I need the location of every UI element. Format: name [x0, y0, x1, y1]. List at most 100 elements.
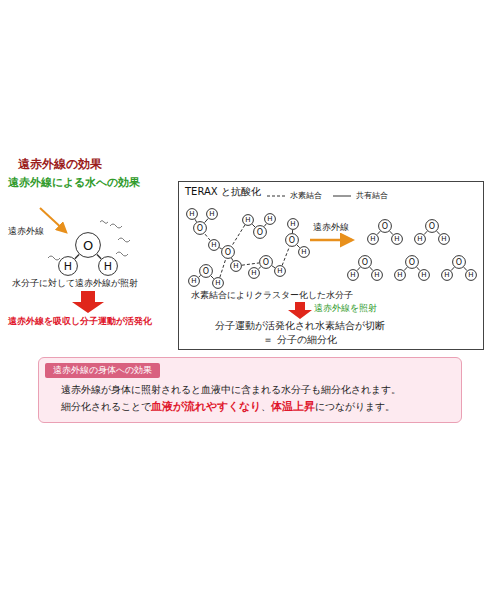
atom-symbol: O — [285, 233, 299, 247]
body-text: 、 — [261, 401, 271, 412]
atom-circle: H — [248, 267, 260, 279]
atom-outline — [194, 222, 207, 235]
atom-circle: H — [391, 233, 403, 245]
atom-circle: O — [405, 255, 419, 269]
covalent-bond — [390, 231, 393, 234]
covalent-bond — [370, 267, 373, 270]
atom-outline — [395, 270, 406, 281]
covalent-bond — [205, 219, 209, 223]
atom-circle: H — [414, 233, 426, 245]
legend-item: 共有結合 — [332, 190, 388, 201]
atom-symbol: H — [371, 269, 383, 281]
annotation-label: 分子運動が活発化され水素結合が切断 — [215, 320, 385, 331]
atom-circle: H — [188, 275, 200, 287]
atom-symbol: H — [418, 269, 430, 281]
body-line: 遠赤外線が身体に照射されると血液中に含まれる水分子も細分化されます。 — [39, 382, 461, 398]
atom-symbol: H — [186, 208, 198, 220]
atom-circle: H — [441, 269, 453, 281]
body-text: 細分化されることで — [61, 401, 151, 412]
atom-symbol: H — [441, 269, 453, 281]
atom-circle: O — [358, 255, 372, 269]
panel-box: TERAX と抗酸化OHHOHHOHHOHHOHHOHHOHHOHHOHHOHH… — [178, 181, 484, 350]
atom-outline — [243, 215, 254, 226]
annotation-label: 遠赤外線 — [313, 222, 349, 233]
body-line: 細分化されることで血液が流れやすくなり、体温上昇につながります。 — [39, 398, 461, 415]
legend-text: 水素結合 — [290, 190, 322, 201]
atom-symbol: H — [206, 208, 218, 220]
atom-circle: H — [206, 208, 218, 220]
covalent-bond — [437, 231, 440, 234]
legend-sample — [266, 192, 286, 200]
atom-symbol: O — [199, 264, 213, 278]
atom-symbol: H — [394, 269, 406, 281]
atom-outline — [265, 214, 276, 225]
atom-outline — [392, 234, 403, 245]
hydrogen-bond — [204, 233, 210, 240]
atom-symbol: H — [58, 256, 78, 276]
covalent-bond — [272, 266, 275, 268]
covalent-bond — [377, 231, 380, 234]
atom-symbol: H — [242, 214, 254, 226]
atom-symbol: H — [208, 239, 220, 251]
covalent-bond — [451, 267, 454, 270]
atom-outline — [368, 234, 379, 245]
atom-symbol: O — [259, 255, 273, 269]
atom-outline — [213, 278, 224, 289]
atom-circle: H — [394, 269, 406, 281]
atom-circle: O — [378, 219, 392, 233]
atom-circle: H — [367, 233, 379, 245]
atom-circle: O — [193, 221, 207, 235]
atom-symbol: H — [347, 269, 359, 281]
legend-sample — [332, 192, 352, 200]
atom-circle: H — [465, 269, 477, 281]
atom-outline — [379, 220, 392, 233]
atom-circle: H — [287, 218, 299, 230]
atom-outline — [275, 266, 286, 277]
panel-heading: TERAX と抗酸化 — [185, 185, 261, 199]
hydrogen-bond — [220, 259, 226, 278]
atom-outline — [286, 234, 299, 247]
atom-circle: H — [58, 256, 78, 276]
atom-circle: O — [259, 255, 273, 269]
atom-outline — [348, 270, 359, 281]
atom-outline — [189, 276, 200, 287]
annotation-label: ＝ 分子の細分化 — [263, 334, 336, 345]
atom-outline — [439, 234, 450, 245]
hydrogen-bond — [242, 263, 259, 265]
atom-symbol: O — [452, 255, 466, 269]
ray-arrow — [310, 239, 352, 242]
atom-symbol: H — [465, 269, 477, 281]
atom-symbol: H — [367, 233, 379, 245]
covalent-bond — [424, 231, 427, 234]
annotation-label: 遠赤外線 — [8, 226, 44, 237]
atom-outline — [207, 209, 218, 220]
atom-symbol: H — [230, 260, 242, 272]
box-heading: 遠赤外線の身体への効果 — [45, 363, 160, 378]
legend-text: 共有結合 — [356, 190, 388, 201]
atom-symbol: H — [98, 256, 118, 276]
covalent-bond — [258, 267, 260, 269]
covalent-bond — [231, 258, 233, 261]
atom-outline — [231, 261, 242, 272]
covalent-bond — [252, 224, 255, 227]
atom-outline — [372, 270, 383, 281]
atom-outline — [415, 234, 426, 245]
vibration-marks — [48, 221, 130, 261]
atom-outline — [466, 270, 477, 281]
annotation-label: 遠赤外線を吸収し分子運動が活発化 — [8, 316, 152, 327]
atom-symbol: H — [212, 277, 224, 289]
atom-circle: O — [75, 232, 101, 258]
atom-circle: H — [208, 239, 220, 251]
highlight-text: 体温上昇 — [271, 400, 315, 412]
covalent-bond — [75, 254, 79, 258]
atom-circle: O — [452, 255, 466, 269]
covalent-bond — [211, 276, 214, 279]
covalent-bond — [357, 267, 360, 270]
atom-symbol: H — [298, 246, 310, 258]
body-text: 遠赤外線が身体に照射されると血液中に含まれる水分子も細分化されます。 — [61, 384, 401, 395]
atom-outline — [99, 257, 118, 276]
atom-symbol: O — [193, 221, 207, 235]
atom-outline — [419, 270, 430, 281]
atom-circle: O — [199, 264, 213, 278]
down-arrow — [72, 291, 104, 313]
